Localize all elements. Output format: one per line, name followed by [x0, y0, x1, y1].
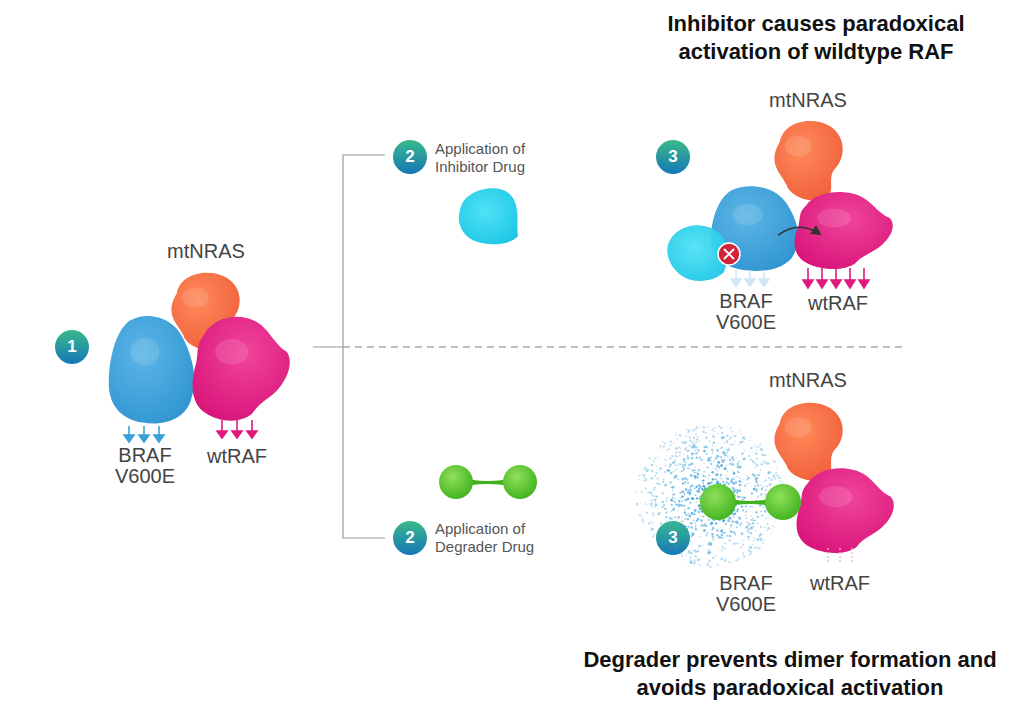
- activity-arrows: [803, 268, 869, 288]
- activation-arrow: [778, 227, 820, 235]
- inhibition-mark: [724, 249, 734, 259]
- callout-number: 3: [668, 528, 677, 548]
- protein-blob: BRAF V600E: [106, 312, 198, 426]
- protein-label: BRAF V600E: [706, 291, 786, 333]
- protein-label: wtRAF: [187, 446, 287, 467]
- step-number-circle: 1: [55, 330, 89, 364]
- protein-label: wtRAF: [788, 293, 888, 314]
- protein-shape: [790, 190, 895, 270]
- callout-number: 2: [405, 147, 414, 167]
- divider-line: [343, 346, 905, 347]
- step-label: Application of Degrader Drug: [435, 520, 560, 556]
- protein-shape: [792, 466, 896, 554]
- protein-blob: wtRAF: [790, 190, 895, 270]
- protein-shape: [763, 116, 847, 202]
- figure-title: Inhibitor causes paradoxical activation …: [626, 10, 1006, 65]
- bound-degrader: [700, 484, 801, 520]
- step-number-circle: 2: [393, 521, 427, 555]
- protein-shape: [106, 312, 198, 426]
- protein-blob: mtNRAS: [763, 116, 847, 202]
- protein-label: mtNRAS: [753, 370, 863, 391]
- activity-arrows: [124, 426, 164, 442]
- step-number-circle: 2: [393, 140, 427, 174]
- inhibition-mark: [718, 243, 740, 265]
- activity-arrows: [731, 270, 769, 286]
- protein-blob: wtRAF: [792, 466, 896, 554]
- degrader-drug: [439, 465, 537, 499]
- callout-number: 2: [405, 528, 414, 548]
- figure-caption: Degrader prevents dimer formation and av…: [566, 646, 1014, 701]
- protein-label: mtNRAS: [151, 241, 261, 262]
- inhibitor-drug: [459, 188, 518, 244]
- protein-label: BRAF V600E: [706, 573, 786, 615]
- protein-label: mtNRAS: [753, 90, 863, 111]
- activity-arrows: [217, 420, 257, 438]
- activity-arrows: [828, 548, 852, 562]
- callout-number: 1: [67, 337, 76, 357]
- callout-number: 3: [668, 147, 677, 167]
- protein-shape: [188, 314, 292, 422]
- step-label: Application of Inhibitor Drug: [435, 140, 560, 176]
- protein-label: BRAF V600E: [105, 445, 185, 487]
- protein-label: wtRAF: [790, 573, 890, 594]
- protein-blob: wtRAF: [188, 314, 292, 422]
- step-number-circle: 3: [656, 140, 690, 174]
